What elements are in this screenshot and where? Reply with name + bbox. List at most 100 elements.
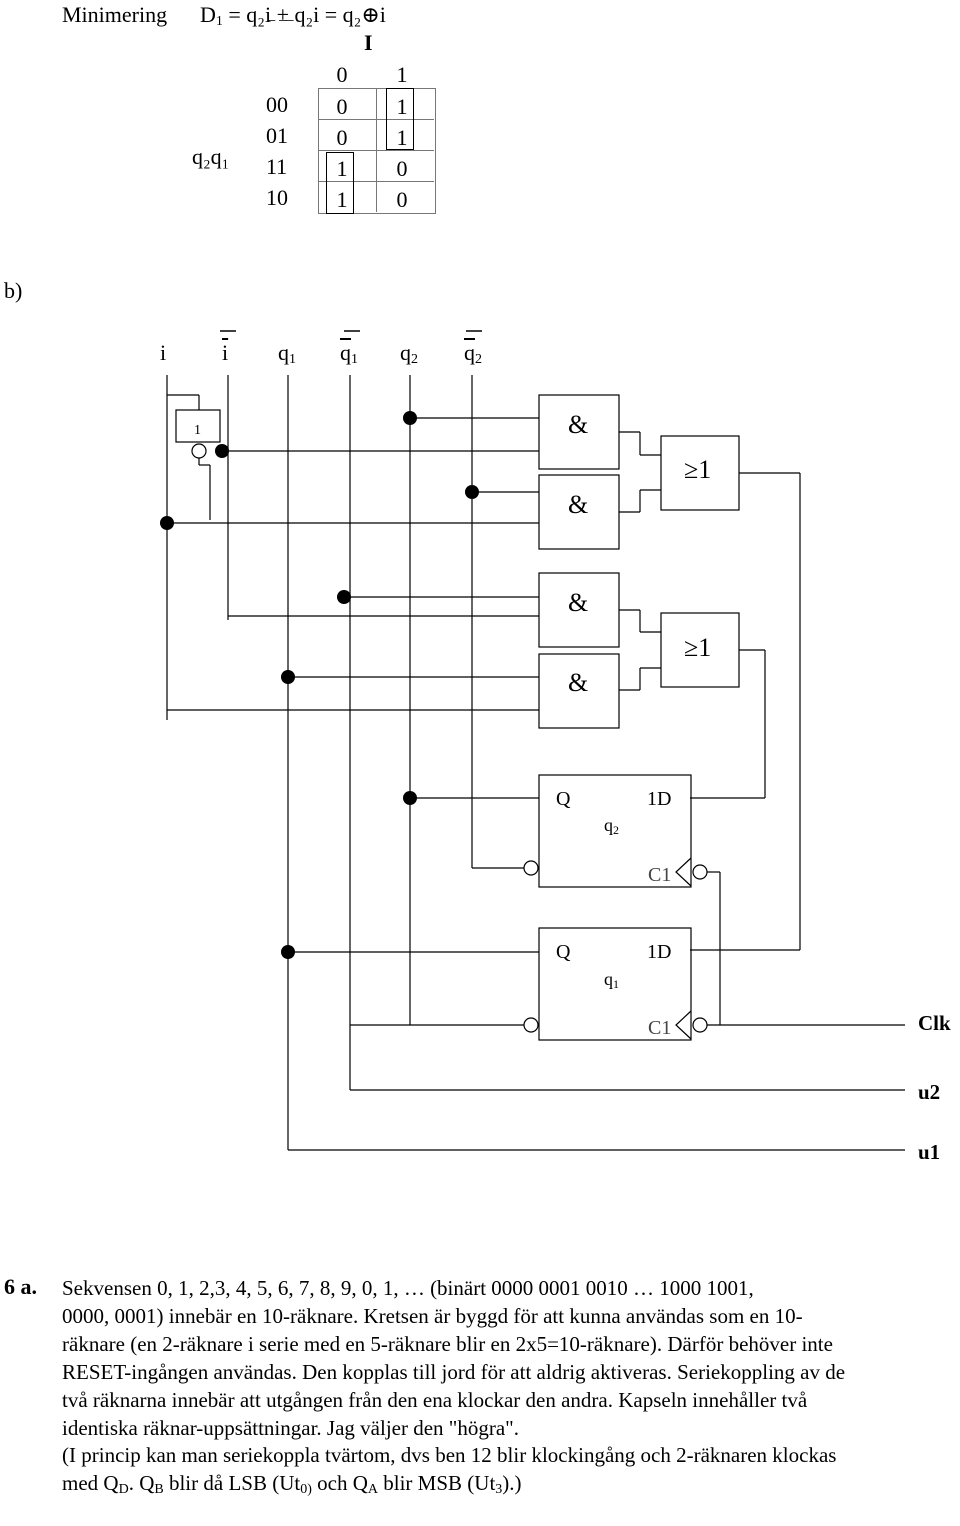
kmap-grid-row-line [318,150,434,151]
paragraph-line: Sekvensen 0, 1, 2,3, 4, 5, 6, 7, 8, 9, 0… [62,1276,754,1300]
paragraph-line: 0000, 0001) innebär en 10-räknare. Krets… [62,1304,803,1328]
note-part: ).) [502,1471,522,1495]
clock-bubble [692,864,708,880]
note-sub: A [367,1482,379,1497]
and-label: & [568,410,588,439]
input-label-q1: q1 [278,342,296,367]
kmap-cell: 0 [336,125,348,150]
equation-rhs: = q₂i + q₂i = q₂⊕i [228,2,386,27]
label-overbars [220,330,482,332]
kmap-row-code: 01 [266,123,288,148]
kmap-col-var: I [364,30,373,55]
clock-bubble [692,1017,708,1033]
paragraph-line: räknare (en 2-räknare i serie med en 5-r… [62,1332,833,1356]
and-label: & [568,588,588,617]
kmap-grid-row-line [318,181,434,182]
q-text: q [400,340,411,365]
inverter-box [175,409,221,443]
q-sub: 2 [475,352,482,367]
flipflop-q2 [538,774,692,888]
ff-bot-name: q1 [604,969,619,991]
kmap-row-code: 10 [266,185,288,210]
note-part: och Q [311,1471,368,1495]
ff-name: q [604,969,613,989]
ff-c-label: C1 [648,1017,671,1039]
note-line: (I princip kan man seriekoppla tvärtom, … [62,1443,837,1467]
input-label-q2: q2 [400,342,418,367]
u2-label: u2 [918,1080,940,1104]
ff-name: q [604,815,613,835]
kmap-cell: 1 [336,156,348,181]
section-6a-note: (I princip kan man seriekoppla tvärtom, … [62,1441,836,1504]
q-text: q [340,340,351,365]
and-gate-4 [538,653,620,729]
kmap-row-code: 11 [266,154,288,179]
junction-dot [281,670,295,684]
kmap-cell: 0 [396,156,408,181]
kmap-row-var: q₂q₁ [192,144,230,169]
ff-c-label: C1 [648,864,671,886]
note-sub: 3 [495,1482,503,1497]
inverter-bubble [191,443,207,459]
note-line: med QD. QB blir då LSB (Ut0) och QA blir… [62,1469,836,1504]
or-label: ≥1 [684,633,711,662]
junction-dot [281,945,295,959]
junction-dot [160,516,174,530]
junction-dot [465,485,479,499]
kmap-row-code: 00 [266,92,288,117]
section-6a-paragraph: Sekvensen 0, 1, 2,3, 4, 5, 6, 7, 8, 9, 0… [62,1274,845,1442]
equation-lhs: D [200,2,216,27]
inverter-label: 1 [194,423,201,438]
kmap-group-right [386,88,414,150]
minimering-label: Minimering [62,2,168,27]
and-label: & [568,490,588,519]
junction-dot [403,411,417,425]
note-part: blir då LSB (Ut [163,1471,301,1495]
paragraph-line: två räknarna innebär att utgången från d… [62,1388,808,1412]
section-6a-label: 6 a. [4,1274,37,1299]
and-label: & [568,668,588,697]
ff-q-label: Q [556,941,571,963]
clock-triangle [675,1010,692,1040]
kmap-col-header-0: 0 [336,62,348,87]
kmap-cell: 1 [336,187,348,212]
kmap-grid-outer [318,88,436,214]
input-label-q2-bar: q2 [464,342,482,367]
note-part: blir MSB (Ut [378,1471,496,1495]
note-part: med Q [62,1471,119,1495]
junction-dot [215,444,229,458]
q-sub: 1 [289,352,296,367]
qbar-bubble [523,860,539,876]
equation-lhs-sub: 1 [215,14,223,29]
paragraph-line: RESET-ingången användas. Den kopplas til… [62,1360,846,1384]
kmap-cell: 1 [396,94,408,119]
kmap-group-left [326,152,354,214]
kmap-cell: 0 [336,94,348,119]
equation-overline-marks: ‾ ‾‾ [268,19,293,41]
logic-circuit-diagram: & & & & ≥1 ≥1 1 Q 1D C1 Q 1D C1 q2 q1 Cl… [160,375,951,1164]
kmap-cell: 1 [396,125,408,150]
note-sub: D [118,1482,129,1497]
note-sub: B [154,1482,164,1497]
paragraph-line: identiska räknar-uppsättningar. Jag välj… [62,1416,519,1440]
clock-triangle [675,857,692,887]
q-text: q [464,340,475,365]
note-sub: 0) [300,1482,312,1497]
ff-sub: 2 [613,823,619,837]
junction-dot [403,791,417,805]
i-bar-text: i [222,340,229,365]
ff-top-name: q2 [604,815,619,837]
ff-q-label: Q [556,788,571,810]
ff-d-label: 1D [647,788,671,810]
note-part: . Q [128,1471,155,1495]
u1-label: u1 [918,1140,940,1164]
kmap-col-header-1: 1 [396,62,408,87]
equation: D1 = q₂i + q₂i = q₂⊕i [200,4,386,29]
flipflop-q1 [538,927,692,1041]
q-text: q [278,340,289,365]
section-b-label: b) [4,278,23,303]
clk-label: Clk [918,1011,951,1035]
or-label: ≥1 [684,455,711,484]
kmap-grid-row-line [318,119,434,120]
input-label-q1-bar: q1 [340,342,358,367]
